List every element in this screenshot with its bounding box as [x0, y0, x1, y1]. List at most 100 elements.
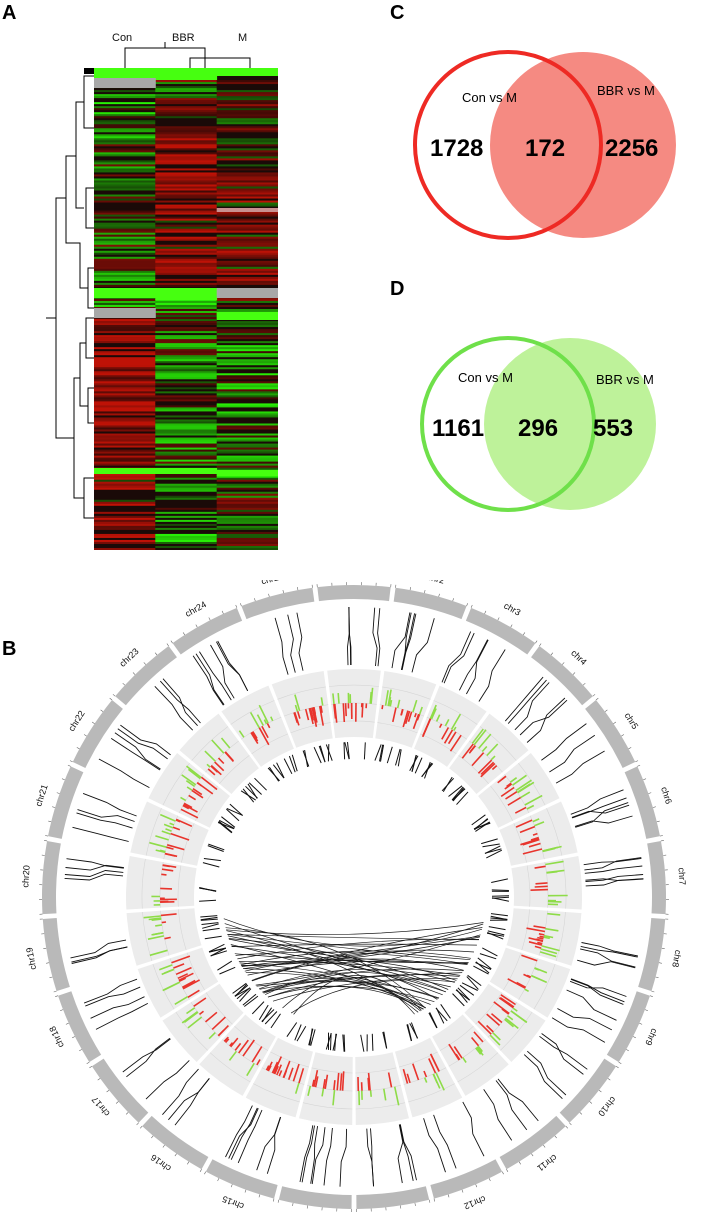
heatmap-cell: [94, 531, 156, 535]
heatmap-cell: [216, 415, 278, 418]
inner-gene-stub: [490, 917, 508, 920]
up-regulated-bar: [164, 852, 176, 857]
heatmap-cell: [216, 331, 278, 334]
heatmap-cell: [155, 128, 218, 131]
heatmap-cell: [216, 146, 278, 149]
heatmap-cell: [94, 525, 156, 529]
inner-gene-stub: [200, 918, 218, 921]
heatmap-cell: [155, 461, 218, 464]
heatmap-cell: [155, 485, 218, 489]
track-gridline: [163, 815, 179, 860]
up-regulated-bar: [534, 945, 542, 949]
down-regulated-bar: [418, 706, 423, 715]
heatmap-cell: [94, 425, 156, 428]
ring-tick: [604, 709, 608, 712]
heatmap-cell: [94, 385, 156, 388]
gene-link-line: [504, 676, 544, 722]
ring-tick: [539, 643, 542, 647]
inner-gene-stub: [491, 889, 509, 891]
expression-track-segment: [489, 947, 571, 1018]
inner-gene-stub: [383, 1031, 388, 1049]
inner-chord: [226, 922, 484, 935]
heatmap-cell: [94, 357, 156, 360]
ring-tick: [297, 587, 299, 591]
heatmap-cell: [216, 182, 278, 185]
heatmap-cell: [94, 325, 156, 328]
heatmap-cell: [155, 184, 218, 187]
inner-gene-stub: [491, 896, 510, 899]
up-regulated-bar: [480, 761, 495, 775]
heatmap-cell: [216, 427, 278, 430]
inner-gene-stub: [424, 761, 431, 779]
heatmap-cell: [155, 226, 218, 229]
inner-gene-stub: [479, 953, 497, 960]
heatmap-cell: [155, 206, 218, 209]
chromosome-label: chr15: [221, 1194, 246, 1212]
inner-chord: [262, 985, 435, 1003]
ring-tick: [166, 643, 169, 647]
ring-tick: [522, 632, 526, 636]
down-regulated-bar: [321, 1088, 325, 1097]
heatmap-cell: [216, 100, 278, 103]
up-regulated-bar: [333, 703, 337, 719]
track-gridline: [160, 910, 170, 956]
heatmap-cell: [216, 178, 278, 181]
ring-tick: [531, 1153, 534, 1157]
track-gridline: [490, 785, 513, 821]
heatmap-cell: [94, 234, 156, 237]
heatmap-cell: [216, 383, 278, 386]
heatmap-cell: [94, 178, 156, 181]
heatmap-cell: [155, 212, 218, 215]
down-regulated-bar: [149, 841, 167, 848]
track-gridline: [277, 686, 326, 700]
heatmap-cell: [94, 537, 156, 541]
up-regulated-bar: [534, 885, 548, 888]
heatmap-cell: [94, 439, 156, 442]
track-gridline: [253, 1083, 300, 1103]
heatmap-cell: [216, 126, 278, 129]
heatmap-cell: [155, 218, 218, 221]
up-regulated-bar: [430, 1054, 440, 1072]
heatmap-cell: [155, 431, 218, 434]
down-regulated-bar: [524, 988, 529, 993]
heatmap-cell: [94, 445, 156, 448]
heatmap-cell: [216, 511, 278, 515]
heatmap-cell: [94, 162, 156, 165]
heatmap-cell: [94, 407, 156, 410]
ring-tick: [632, 1036, 636, 1039]
heatmap-cell: [216, 535, 278, 539]
up-regulated-bar: [182, 804, 190, 810]
up-regulated-bar: [412, 1063, 420, 1081]
inner-gene-stub: [202, 862, 220, 868]
heatmap-cell: [155, 274, 218, 278]
gene-link-line: [584, 865, 643, 874]
up-regulated-bar: [256, 1059, 261, 1066]
heatmap-cell: [155, 347, 218, 350]
gene-link-line: [495, 1080, 528, 1131]
down-regulated-bar: [187, 768, 201, 780]
up-regulated-bar: [486, 1013, 501, 1026]
ring-tick: [637, 764, 641, 767]
chromosome-ring-segment: [585, 700, 636, 768]
down-regulated-bar: [208, 1032, 216, 1040]
ring-tick: [273, 1198, 275, 1202]
gene-link-line: [399, 1124, 414, 1181]
expression-track-segment: [245, 1037, 313, 1118]
heatmap-cell: [216, 325, 278, 328]
heatmap-cell: [155, 88, 218, 91]
gene-link-line: [301, 1125, 315, 1183]
heatmap-cell: [155, 355, 218, 358]
heatmap-cell: [94, 136, 156, 139]
heatmap-cell: [216, 226, 278, 229]
heatmap-cell: [155, 515, 218, 519]
inner-chord: [241, 936, 480, 967]
inner-gene-stub: [232, 982, 247, 994]
gene-link-line: [458, 639, 488, 691]
panel-letter-c: C: [390, 2, 405, 24]
gene-link-line: [98, 758, 150, 788]
chromosome-label: chr22: [66, 709, 87, 733]
down-regulated-bar: [435, 714, 441, 722]
up-regulated-bar: [449, 734, 462, 752]
heatmap-cell: [94, 98, 156, 101]
track-gridline: [178, 774, 204, 814]
